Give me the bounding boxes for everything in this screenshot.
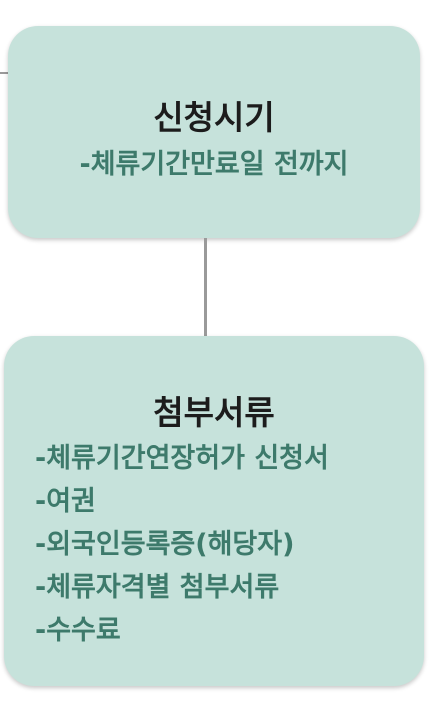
required-documents-title: 첨부서류 <box>153 393 275 432</box>
application-period-title: 신청시기 <box>153 98 275 137</box>
required-documents-list: -체류기간연장허가 신청서 -여권 -외국인등록증(해당자) -체류자격별 첨부… <box>35 437 329 652</box>
document-item-alien-registration-card: -외국인등록증(해당자) <box>35 529 295 560</box>
required-documents-card: 첨부서류 -체류기간연장허가 신청서 -여권 -외국인등록증(해당자) -체류자… <box>4 336 424 686</box>
document-item-fee: -수수료 <box>35 615 121 646</box>
application-period-card: 신청시기 -체류기간만료일 전까지 <box>8 26 420 238</box>
connector-line <box>204 238 207 336</box>
document-item-extension-application: -체류기간연장허가 신청서 <box>35 443 329 474</box>
incoming-connector-line <box>0 72 10 74</box>
document-item-status-specific-documents: -체류자격별 첨부서류 <box>35 572 280 603</box>
application-period-detail: -체류기간만료일 전까지 <box>79 149 349 180</box>
document-item-passport: -여권 <box>35 486 96 517</box>
